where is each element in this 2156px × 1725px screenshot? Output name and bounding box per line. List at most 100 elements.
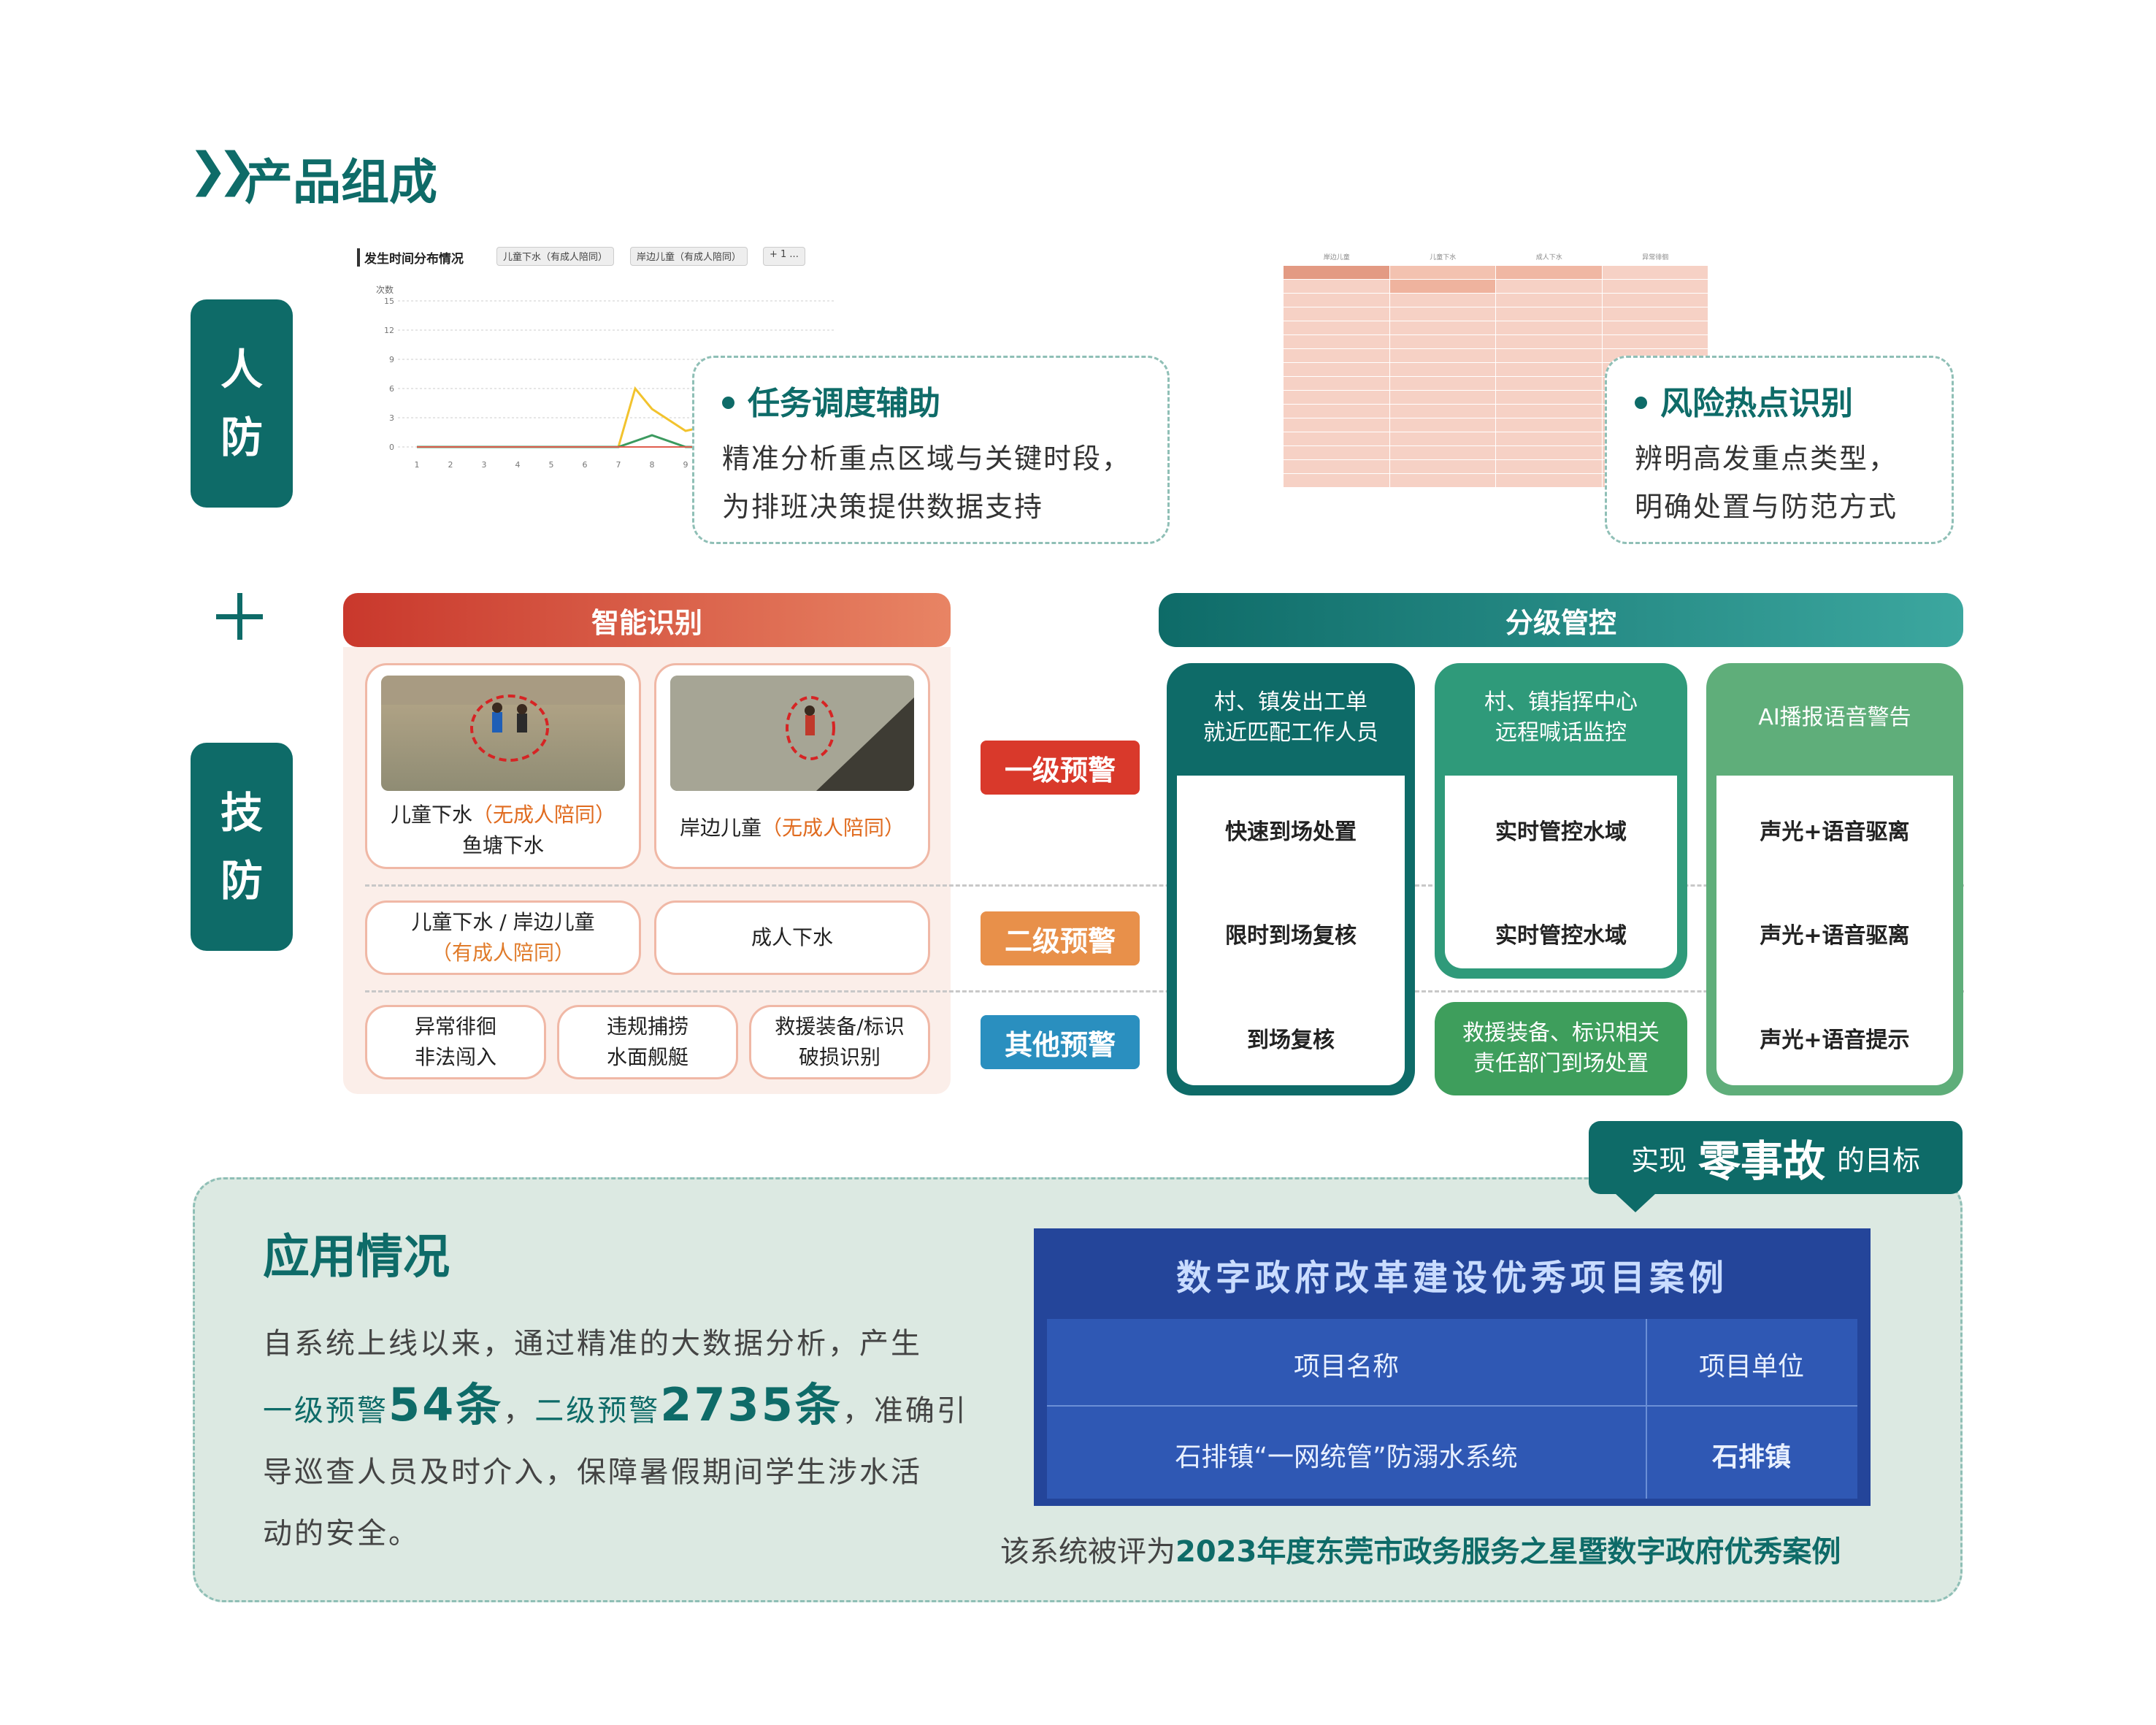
goal-post: 的目标: [1837, 1144, 1921, 1177]
card6-label-2: 水面舰艇: [606, 1045, 688, 1069]
col1-row-2: 限时到场复核: [1225, 923, 1357, 949]
award-table-hline: [1047, 1405, 1857, 1407]
award-caption: 该系统被评为2023年度东莞市政务服务之星暨数字政府优秀案例: [1000, 1528, 1841, 1570]
award-col-name: 项目名称: [1293, 1352, 1399, 1382]
badge-level-1: 一级预警: [981, 741, 1140, 795]
tab-jifang-char-2: 防: [220, 855, 263, 906]
app-line-2-tail: ，准确引: [842, 1394, 968, 1428]
card2-label-b: （无成人陪同）: [761, 816, 905, 840]
card6-label-1: 违规捕捞: [606, 1014, 688, 1039]
goal-pre: 实现: [1630, 1144, 1687, 1177]
app-l2-count: 2735条: [660, 1378, 843, 1431]
col3-body: [1716, 776, 1953, 1085]
card5-label-2: 非法闯入: [414, 1045, 496, 1069]
card5-label-1: 异常徘徊: [414, 1014, 496, 1039]
callout-risk-title: 风险热点识别: [1660, 385, 1853, 422]
card1-label-a: 儿童下水: [390, 803, 472, 827]
callout-risk-hotspot: 风险热点识别 辨明高发重点类型， 明确处置与防范方式: [1605, 356, 1954, 544]
col2-row-2: 实时管控水域: [1495, 923, 1627, 949]
col1-head-2: 就近匹配工作人员: [1203, 720, 1378, 746]
card-child-on-shore-unattended: 岸边儿童（无成人陪同）: [654, 663, 930, 869]
heatmap-col-3: 成人下水: [1535, 254, 1562, 261]
application-paragraph: 自系统上线以来，通过精准的大数据分析，产生 一级预警54条，二级预警2735条，…: [263, 1313, 978, 1564]
goal-tag-pointer: [1615, 1193, 1656, 1212]
badge-level-2: 二级预警: [981, 911, 1140, 965]
x-tick-5: 5: [549, 460, 554, 470]
app-sep: ，: [503, 1394, 535, 1428]
heatmap-col-4: 异常徘徊: [1642, 254, 1669, 261]
col2-row-1: 实时管控水域: [1495, 819, 1627, 845]
tiered-control-header: 分级管控: [1159, 593, 1963, 647]
y-tick-12: 12: [384, 326, 394, 335]
heatmap-row: [1205, 279, 1708, 293]
app-line-3: 导巡查人员及时介入，保障暑假期间学生涉水活: [263, 1456, 922, 1489]
y-tick-15: 15: [384, 297, 394, 306]
callout-risk-line1: 辨明高发重点类型，: [1635, 443, 1898, 475]
award-project-unit: 石排镇: [1711, 1442, 1791, 1472]
x-tick-8: 8: [650, 460, 655, 470]
tab-renfang: 人 防: [191, 299, 293, 508]
tab-jifang: 技 防: [191, 743, 293, 951]
series-line-green: [417, 434, 719, 448]
callout-task-title: 任务调度辅助: [748, 385, 940, 422]
card-abnormal-loitering: 异常徘徊 非法闯入: [365, 1005, 546, 1079]
award-col-unit: 项目单位: [1698, 1352, 1804, 1382]
col3-row-1: 声光+语音驱离: [1760, 819, 1910, 845]
series-line-yellow: [417, 386, 720, 448]
tab-renfang-char-1: 人: [220, 344, 263, 394]
tab-jifang-char-1: 技: [220, 787, 263, 838]
photo-children-in-water: [381, 676, 625, 791]
heatmap-col-1: 岸边儿童: [1323, 254, 1350, 261]
col2-body: [1445, 776, 1677, 968]
page-title: 产品组成: [245, 154, 437, 210]
filter-chip-more: + 1 ...: [763, 247, 805, 266]
col3-head: AI播报语音警告: [1758, 705, 1911, 730]
smart-recognition-header: 智能识别: [343, 593, 951, 647]
col1-head: 村、镇发出工单 就近匹配工作人员: [1167, 670, 1415, 765]
card3-label-2: （有成人陪同）: [431, 941, 575, 965]
callout-task-line1: 精准分析重点区域与关键时段，: [722, 443, 1132, 475]
y-tick-0: 0: [389, 443, 394, 452]
card1-label-b: （无成人陪同）: [472, 803, 616, 827]
callout-task-dispatch: 任务调度辅助 精准分析重点区域与关键时段， 为排班决策提供数据支持: [692, 356, 1170, 544]
heatmap-row: [1205, 293, 1708, 307]
chart-shot-title: 发生时间分布情况: [357, 248, 464, 267]
col1-row-1: 快速到场处置: [1225, 819, 1357, 845]
card2-label-a: 岸边儿童: [679, 816, 761, 840]
col2-head-2: 远程喊话监控: [1495, 720, 1627, 746]
col2-extra: 救援装备、标识相关 责任部门到场处置: [1435, 1002, 1687, 1095]
goal-tag: 实现 零事故 的目标: [1589, 1121, 1963, 1194]
heatmap-row: [1205, 321, 1708, 334]
app-l1-count: 54条: [388, 1378, 504, 1431]
heatmap-row: [1205, 307, 1708, 321]
callout-risk-line2: 明确处置与防范方式: [1635, 491, 1898, 523]
badge-level-other: 其他预警: [981, 1015, 1140, 1069]
x-tick-1: 1: [415, 460, 420, 470]
double-chevron-icon: ❯❯: [188, 143, 256, 197]
award-project-name: 石排镇“一网统管”防溺水系统: [1175, 1442, 1518, 1472]
x-tick-4: 4: [515, 460, 521, 470]
card-child-in-water-unattended: 儿童下水（无成人陪同） 鱼塘下水: [365, 663, 641, 869]
bullet-icon: [722, 396, 734, 409]
plus-icon: [216, 593, 263, 640]
award-table: 项目名称 项目单位 石排镇“一网统管”防溺水系统 石排镇: [1047, 1319, 1857, 1499]
application-title: 应用情况: [263, 1231, 450, 1285]
x-tick-9: 9: [683, 460, 688, 470]
col3-row-2: 声光+语音驱离: [1760, 923, 1910, 949]
card4-label: 成人下水: [751, 925, 833, 949]
goal-bold: 零事故: [1697, 1136, 1825, 1186]
card-child-attended: 儿童下水 / 岸边儿童 （有成人陪同）: [365, 900, 641, 975]
photo-child-on-shore: [670, 676, 914, 791]
y-tick-3: 3: [389, 413, 394, 423]
x-tick-7: 7: [616, 460, 621, 470]
heatmap-row: [1205, 445, 1708, 459]
award-board: 数字政府改革建设优秀项目案例 项目名称 项目单位 石排镇“一网统管”防溺水系统 …: [1034, 1228, 1871, 1506]
col1-row-3: 到场复核: [1247, 1028, 1335, 1053]
col2-head-1: 村、镇指挥中心: [1484, 689, 1638, 715]
chart-y-label: 次数: [376, 285, 394, 295]
y-tick-6: 6: [389, 384, 394, 394]
filter-chip-2: 岸边儿童（有成人陪同）: [630, 247, 748, 266]
card-illegal-fishing: 违规捕捞 水面舰艇: [557, 1005, 738, 1079]
app-line-4: 动的安全。: [263, 1517, 420, 1550]
award-caption-pre: 该系统被评为: [1000, 1535, 1175, 1569]
